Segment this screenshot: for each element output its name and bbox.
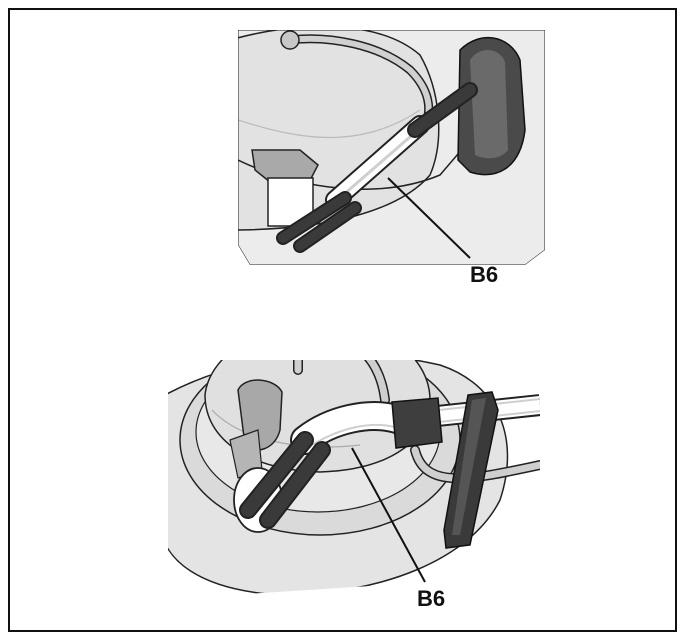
- leader-line-top: [387, 177, 471, 259]
- bottom-view: B6: [168, 360, 540, 611]
- callout-b6-bottom: B6: [417, 586, 445, 611]
- leader-line-bottom: [351, 447, 426, 583]
- top-view: B6: [238, 30, 545, 287]
- callout-b6-top: B6: [470, 262, 498, 287]
